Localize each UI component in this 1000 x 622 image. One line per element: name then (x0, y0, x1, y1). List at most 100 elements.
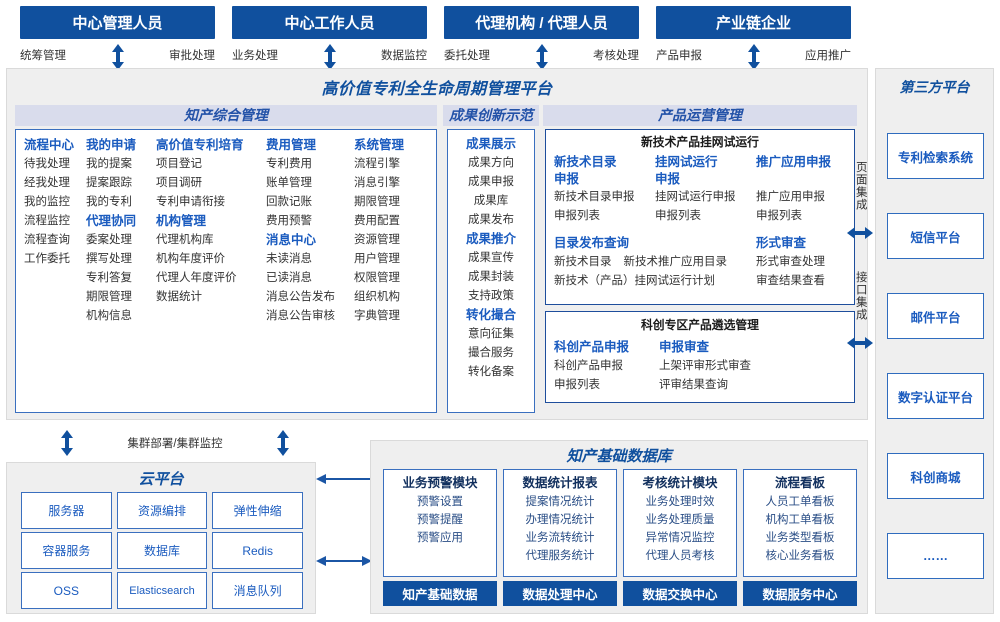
role-bar-3[interactable]: 产业链企业 (656, 6, 851, 39)
menu-item[interactable]: 机构信息 (86, 310, 132, 322)
menu-item[interactable]: 意向征集 (468, 328, 514, 340)
cloud-cell[interactable]: 资源编排 (116, 492, 208, 529)
menu-item[interactable]: 成果发布 (468, 214, 514, 226)
menu-item[interactable]: 提案跟踪 (86, 177, 132, 189)
menu-item[interactable]: 项目登记 (156, 158, 202, 170)
menu-item[interactable]: 成果封装 (468, 271, 514, 283)
menu-item[interactable]: 上架评审形式审查 (659, 360, 751, 372)
menu-item[interactable]: 流程引擎 (354, 158, 400, 170)
group-head[interactable]: 形式审查 (756, 236, 807, 250)
database-item[interactable]: 业务流转统计 (525, 532, 595, 544)
menu-item[interactable]: 申报列表 (554, 379, 600, 391)
menu-item[interactable]: 新技术（产品）挂网试运行计划 (554, 275, 715, 287)
database-footer-button[interactable]: 数据服务中心 (743, 581, 857, 606)
menu-item[interactable]: 我的专利 (86, 196, 132, 208)
menu-item[interactable]: 组织机构 (354, 291, 400, 303)
menu-item[interactable]: 机构年度评价 (156, 253, 225, 265)
menu-item[interactable]: 专利答复 (86, 272, 132, 284)
third-party-item-3[interactable]: 数字认证平台 (887, 373, 984, 419)
database-footer-button[interactable]: 知产基础数据 (383, 581, 497, 606)
role-bar-0[interactable]: 中心管理人员 (20, 6, 215, 39)
cloud-cell[interactable]: 服务器 (21, 492, 112, 529)
database-item[interactable]: 业务处理质量 (645, 514, 715, 526)
menu-item[interactable]: 流程查询 (24, 234, 70, 246)
menu-item[interactable]: 科创产品申报 (554, 360, 623, 372)
menu-item[interactable]: 项目调研 (156, 177, 202, 189)
third-party-item-1[interactable]: 短信平台 (887, 213, 984, 259)
menu-item[interactable]: 我的提案 (86, 158, 132, 170)
cloud-cell[interactable]: 弹性伸缩 (212, 492, 303, 529)
database-item[interactable]: 核心业务看板 (765, 550, 835, 562)
menu-item[interactable]: 未读消息 (266, 253, 312, 265)
cloud-cell[interactable]: Redis (212, 532, 303, 569)
role-bar-1[interactable]: 中心工作人员 (232, 6, 427, 39)
group-head[interactable]: 成果展示 (465, 137, 516, 151)
menu-item[interactable]: 转化备案 (468, 366, 514, 378)
group-head[interactable]: 挂网试运行 申报 (655, 155, 718, 186)
menu-item[interactable]: 新技术目录申报 (554, 191, 635, 203)
menu-item[interactable]: 待我处理 (24, 158, 70, 170)
group-head[interactable]: 流程中心 (24, 138, 75, 152)
third-party-item-2[interactable]: 邮件平台 (887, 293, 984, 339)
menu-item[interactable]: 消息公告发布 (266, 291, 335, 303)
menu-item[interactable]: 成果库 (473, 195, 509, 207)
cloud-cell[interactable]: Elasticsearch (116, 572, 208, 609)
group-head[interactable]: 系统管理 (354, 138, 405, 152)
group-head[interactable]: 科创产品申报 (554, 340, 630, 354)
group-head[interactable]: 成果推介 (465, 232, 516, 246)
menu-item[interactable]: 新技术推广应用目录 (623, 256, 728, 268)
menu-item[interactable]: 字典管理 (354, 310, 400, 322)
menu-item[interactable]: 推广应用申报 (756, 191, 825, 203)
group-head[interactable]: 我的申请 (86, 138, 137, 152)
database-item[interactable]: 业务类型看板 (765, 532, 835, 544)
menu-item[interactable]: 代理人年度评价 (156, 272, 237, 284)
database-item[interactable]: 提案情况统计 (525, 496, 595, 508)
menu-item[interactable]: 申报列表 (655, 210, 701, 222)
third-party-item-4[interactable]: 科创商城 (887, 453, 984, 499)
menu-item[interactable]: 回款记账 (266, 196, 312, 208)
group-head[interactable]: 机构管理 (156, 214, 207, 228)
group-head[interactable]: 高价值专利培育 (156, 138, 244, 152)
database-item[interactable]: 机构工单看板 (765, 514, 835, 526)
group-head[interactable]: 推广应用申报 (756, 155, 832, 169)
group-head[interactable]: 费用管理 (266, 138, 317, 152)
menu-item[interactable]: 成果申报 (468, 176, 514, 188)
database-item[interactable]: 代理服务统计 (525, 550, 595, 562)
database-item[interactable]: 办理情况统计 (525, 514, 595, 526)
menu-item[interactable]: 数据统计 (156, 291, 202, 303)
menu-item[interactable]: 撰写处理 (86, 253, 132, 265)
menu-item[interactable]: 代理机构库 (156, 234, 214, 246)
menu-item[interactable]: 成果方向 (468, 157, 514, 169)
menu-item[interactable]: 新技术目录 (554, 256, 612, 268)
group-head[interactable]: 申报审查 (659, 340, 710, 354)
role-bar-2[interactable]: 代理机构 / 代理人员 (444, 6, 639, 39)
database-item[interactable]: 业务处理时效 (645, 496, 715, 508)
database-footer-button[interactable]: 数据交换中心 (623, 581, 737, 606)
third-party-item-0[interactable]: 专利检索系统 (887, 133, 984, 179)
menu-item[interactable]: 撮合服务 (468, 347, 514, 359)
menu-item[interactable]: 资源管理 (354, 234, 400, 246)
menu-item[interactable]: 支持政策 (468, 290, 514, 302)
menu-item[interactable]: 形式审查处理 (756, 256, 825, 268)
cloud-cell[interactable]: 消息队列 (212, 572, 303, 609)
menu-item[interactable]: 申报列表 (554, 210, 600, 222)
third-party-item-5[interactable]: …… (887, 533, 984, 579)
menu-item[interactable]: 费用预警 (266, 215, 312, 227)
menu-item[interactable]: 成果宣传 (468, 252, 514, 264)
menu-item[interactable]: 申报列表 (756, 210, 802, 222)
menu-item[interactable]: 评审结果查询 (659, 379, 728, 391)
menu-item[interactable]: 消息公告审核 (266, 310, 335, 322)
database-item[interactable]: 预警提醒 (417, 514, 463, 526)
cloud-cell[interactable]: OSS (21, 572, 112, 609)
menu-item[interactable]: 审查结果查看 (756, 275, 825, 287)
database-item[interactable]: 代理人员考核 (645, 550, 715, 562)
menu-item[interactable]: 挂网试运行申报 (655, 191, 736, 203)
cloud-cell[interactable]: 数据库 (116, 532, 208, 569)
cloud-cell[interactable]: 容器服务 (21, 532, 112, 569)
menu-item[interactable]: 账单管理 (266, 177, 312, 189)
group-head[interactable]: 目录发布查询 (554, 236, 630, 250)
menu-item[interactable]: 费用配置 (354, 215, 400, 227)
group-head[interactable]: 代理协同 (86, 214, 137, 228)
menu-item[interactable]: 已读消息 (266, 272, 312, 284)
database-item[interactable]: 预警应用 (417, 532, 463, 544)
